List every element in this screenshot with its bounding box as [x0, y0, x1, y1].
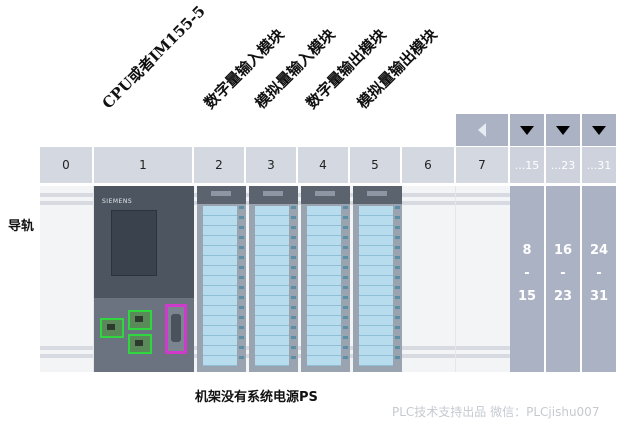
module-head	[249, 186, 298, 204]
ext-range-end: 15	[517, 289, 537, 304]
module-head	[353, 186, 402, 204]
module-channels	[255, 206, 289, 366]
module-terminals	[343, 206, 348, 366]
module-head	[301, 186, 350, 204]
module-digital-output[interactable]	[301, 186, 350, 372]
rack-caption: 机架没有系统电源PS	[195, 390, 318, 405]
slot-header-1[interactable]: 1	[94, 147, 193, 183]
ext-slots-16-23[interactable]: 16 - 23	[546, 186, 580, 372]
slot-header-6[interactable]: 6	[402, 147, 455, 183]
ext-range-start: 16	[553, 243, 573, 258]
ethernet-port-icon[interactable]	[128, 334, 152, 354]
expand-ext-2-button[interactable]	[546, 114, 580, 146]
module-analog-output[interactable]	[353, 186, 402, 372]
module-channels	[307, 206, 341, 366]
ext-slots-24-31[interactable]: 24 - 31	[582, 186, 616, 372]
slot-divider	[93, 186, 94, 372]
ext-range-end: 23	[553, 289, 573, 304]
watermark: PLC技术支持出品 微信：PLCjishu007	[392, 405, 600, 419]
slot-header-0[interactable]: 0	[40, 147, 93, 183]
slot-header-5[interactable]: 5	[350, 147, 401, 183]
module-terminals	[395, 206, 400, 366]
slot-header-2[interactable]: 2	[194, 147, 245, 183]
expand-ext-1-button[interactable]	[510, 114, 544, 146]
module-analog-input[interactable]	[249, 186, 298, 372]
ext-range-dash: -	[596, 266, 602, 281]
ext-header-1[interactable]: ...15	[510, 147, 544, 183]
scroll-left-icon	[478, 123, 486, 137]
slot-0-empty[interactable]	[40, 186, 93, 372]
ext-range-end: 31	[589, 289, 609, 304]
dsub-port-icon[interactable]	[165, 304, 187, 354]
ext-header-3[interactable]: ...31	[582, 147, 616, 183]
slot-header-3[interactable]: 3	[246, 147, 297, 183]
rail-label: 导轨	[8, 219, 35, 234]
slot-divider	[455, 186, 456, 372]
module-terminals	[291, 206, 296, 366]
slot-6-empty[interactable]	[402, 186, 455, 372]
slot-7-empty[interactable]	[456, 186, 508, 372]
module-terminals	[239, 206, 244, 366]
cpu-brand-logo: SIEMENS	[102, 198, 133, 205]
ext-range-dash: -	[560, 266, 566, 281]
ext-header-2[interactable]: ...23	[546, 147, 580, 183]
ext-range-start: 8	[522, 243, 532, 258]
ext-range-dash: -	[524, 266, 530, 281]
module-digital-input[interactable]	[197, 186, 246, 372]
cpu-module[interactable]: SIEMENS	[94, 186, 194, 372]
expand-ext-3-button[interactable]	[582, 114, 616, 146]
module-channels	[203, 206, 237, 366]
module-head	[197, 186, 246, 204]
ext-slots-8-15[interactable]: 8 - 15	[510, 186, 544, 372]
slot-header-4[interactable]: 4	[298, 147, 349, 183]
module-channels	[359, 206, 393, 366]
ethernet-port-icon[interactable]	[128, 310, 152, 330]
label-cpu: CPU或者IM155-5	[98, 2, 209, 113]
ethernet-port-icon[interactable]	[100, 318, 124, 338]
slot-header-7[interactable]: 7	[456, 147, 509, 183]
ext-range-start: 24	[589, 243, 609, 258]
expand-down-icon	[556, 125, 570, 135]
scroll-left-button[interactable]	[456, 114, 508, 146]
expand-down-icon	[592, 125, 606, 135]
cpu-display	[111, 210, 157, 276]
expand-down-icon	[520, 125, 534, 135]
